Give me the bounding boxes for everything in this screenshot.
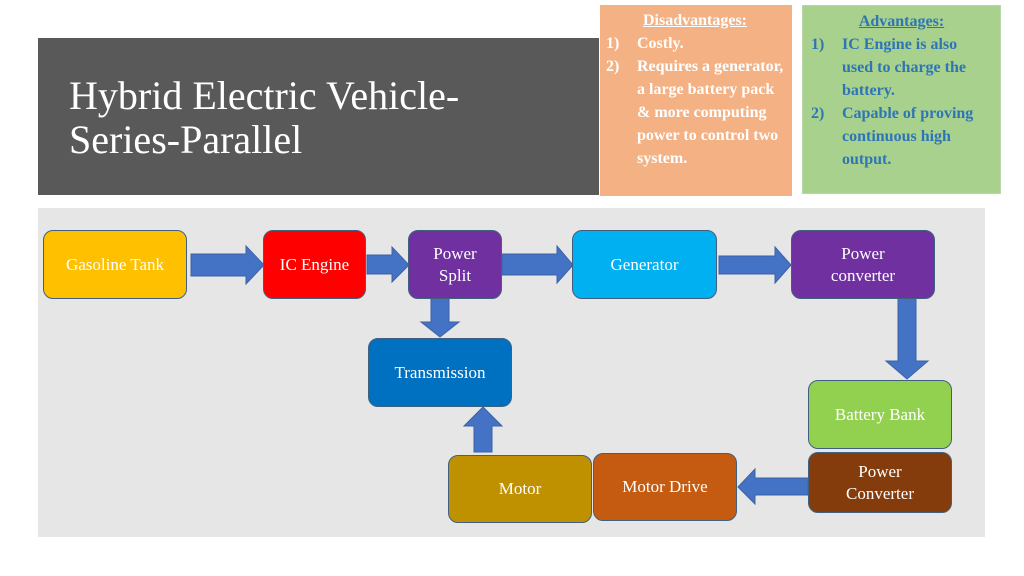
advantages-box: Advantages: 1) IC Engine is also used to… <box>802 5 1001 194</box>
advantage-item: 1) IC Engine is also used to charge the … <box>811 33 992 102</box>
item-text: Costly. <box>637 35 684 52</box>
item-text: Capable of proving continuous high outpu… <box>842 105 974 168</box>
item-text: Requires a generator, a large battery pa… <box>637 58 784 167</box>
disadvantage-item: 2) Requires a generator, a large battery… <box>606 55 784 170</box>
slide-title: Hybrid Electric Vehicle- Series-Parallel <box>69 73 460 162</box>
item-number: 1) <box>606 35 620 52</box>
advantages-heading: Advantages: <box>858 13 945 30</box>
item-number: 2) <box>811 105 825 122</box>
disadvantages-box: Disadvantages: 1) Costly. 2) Requires a … <box>600 5 792 196</box>
node-motor[interactable]: Motor <box>448 455 592 523</box>
disadvantages-heading: Disadvantages: <box>642 12 747 29</box>
node-power-split[interactable]: Power Split <box>408 230 502 299</box>
node-ic-engine[interactable]: IC Engine <box>263 230 366 299</box>
disadvantage-item: 1) Costly. <box>606 32 784 55</box>
item-number: 1) <box>811 36 825 53</box>
node-transmission[interactable]: Transmission <box>368 338 512 407</box>
node-generator[interactable]: Generator <box>572 230 717 299</box>
node-power-converter-top[interactable]: Power converter <box>791 230 935 299</box>
item-text: IC Engine is also used to charge the bat… <box>842 36 966 99</box>
advantage-item: 2) Capable of proving continuous high ou… <box>811 102 992 171</box>
node-power-converter-bottom[interactable]: Power Converter <box>808 452 952 513</box>
node-battery-bank[interactable]: Battery Bank <box>808 380 952 449</box>
title-banner: Hybrid Electric Vehicle- Series-Parallel <box>38 38 599 195</box>
node-gasoline-tank[interactable]: Gasoline Tank <box>43 230 187 299</box>
item-number: 2) <box>606 58 620 75</box>
node-motor-drive[interactable]: Motor Drive <box>593 453 737 521</box>
